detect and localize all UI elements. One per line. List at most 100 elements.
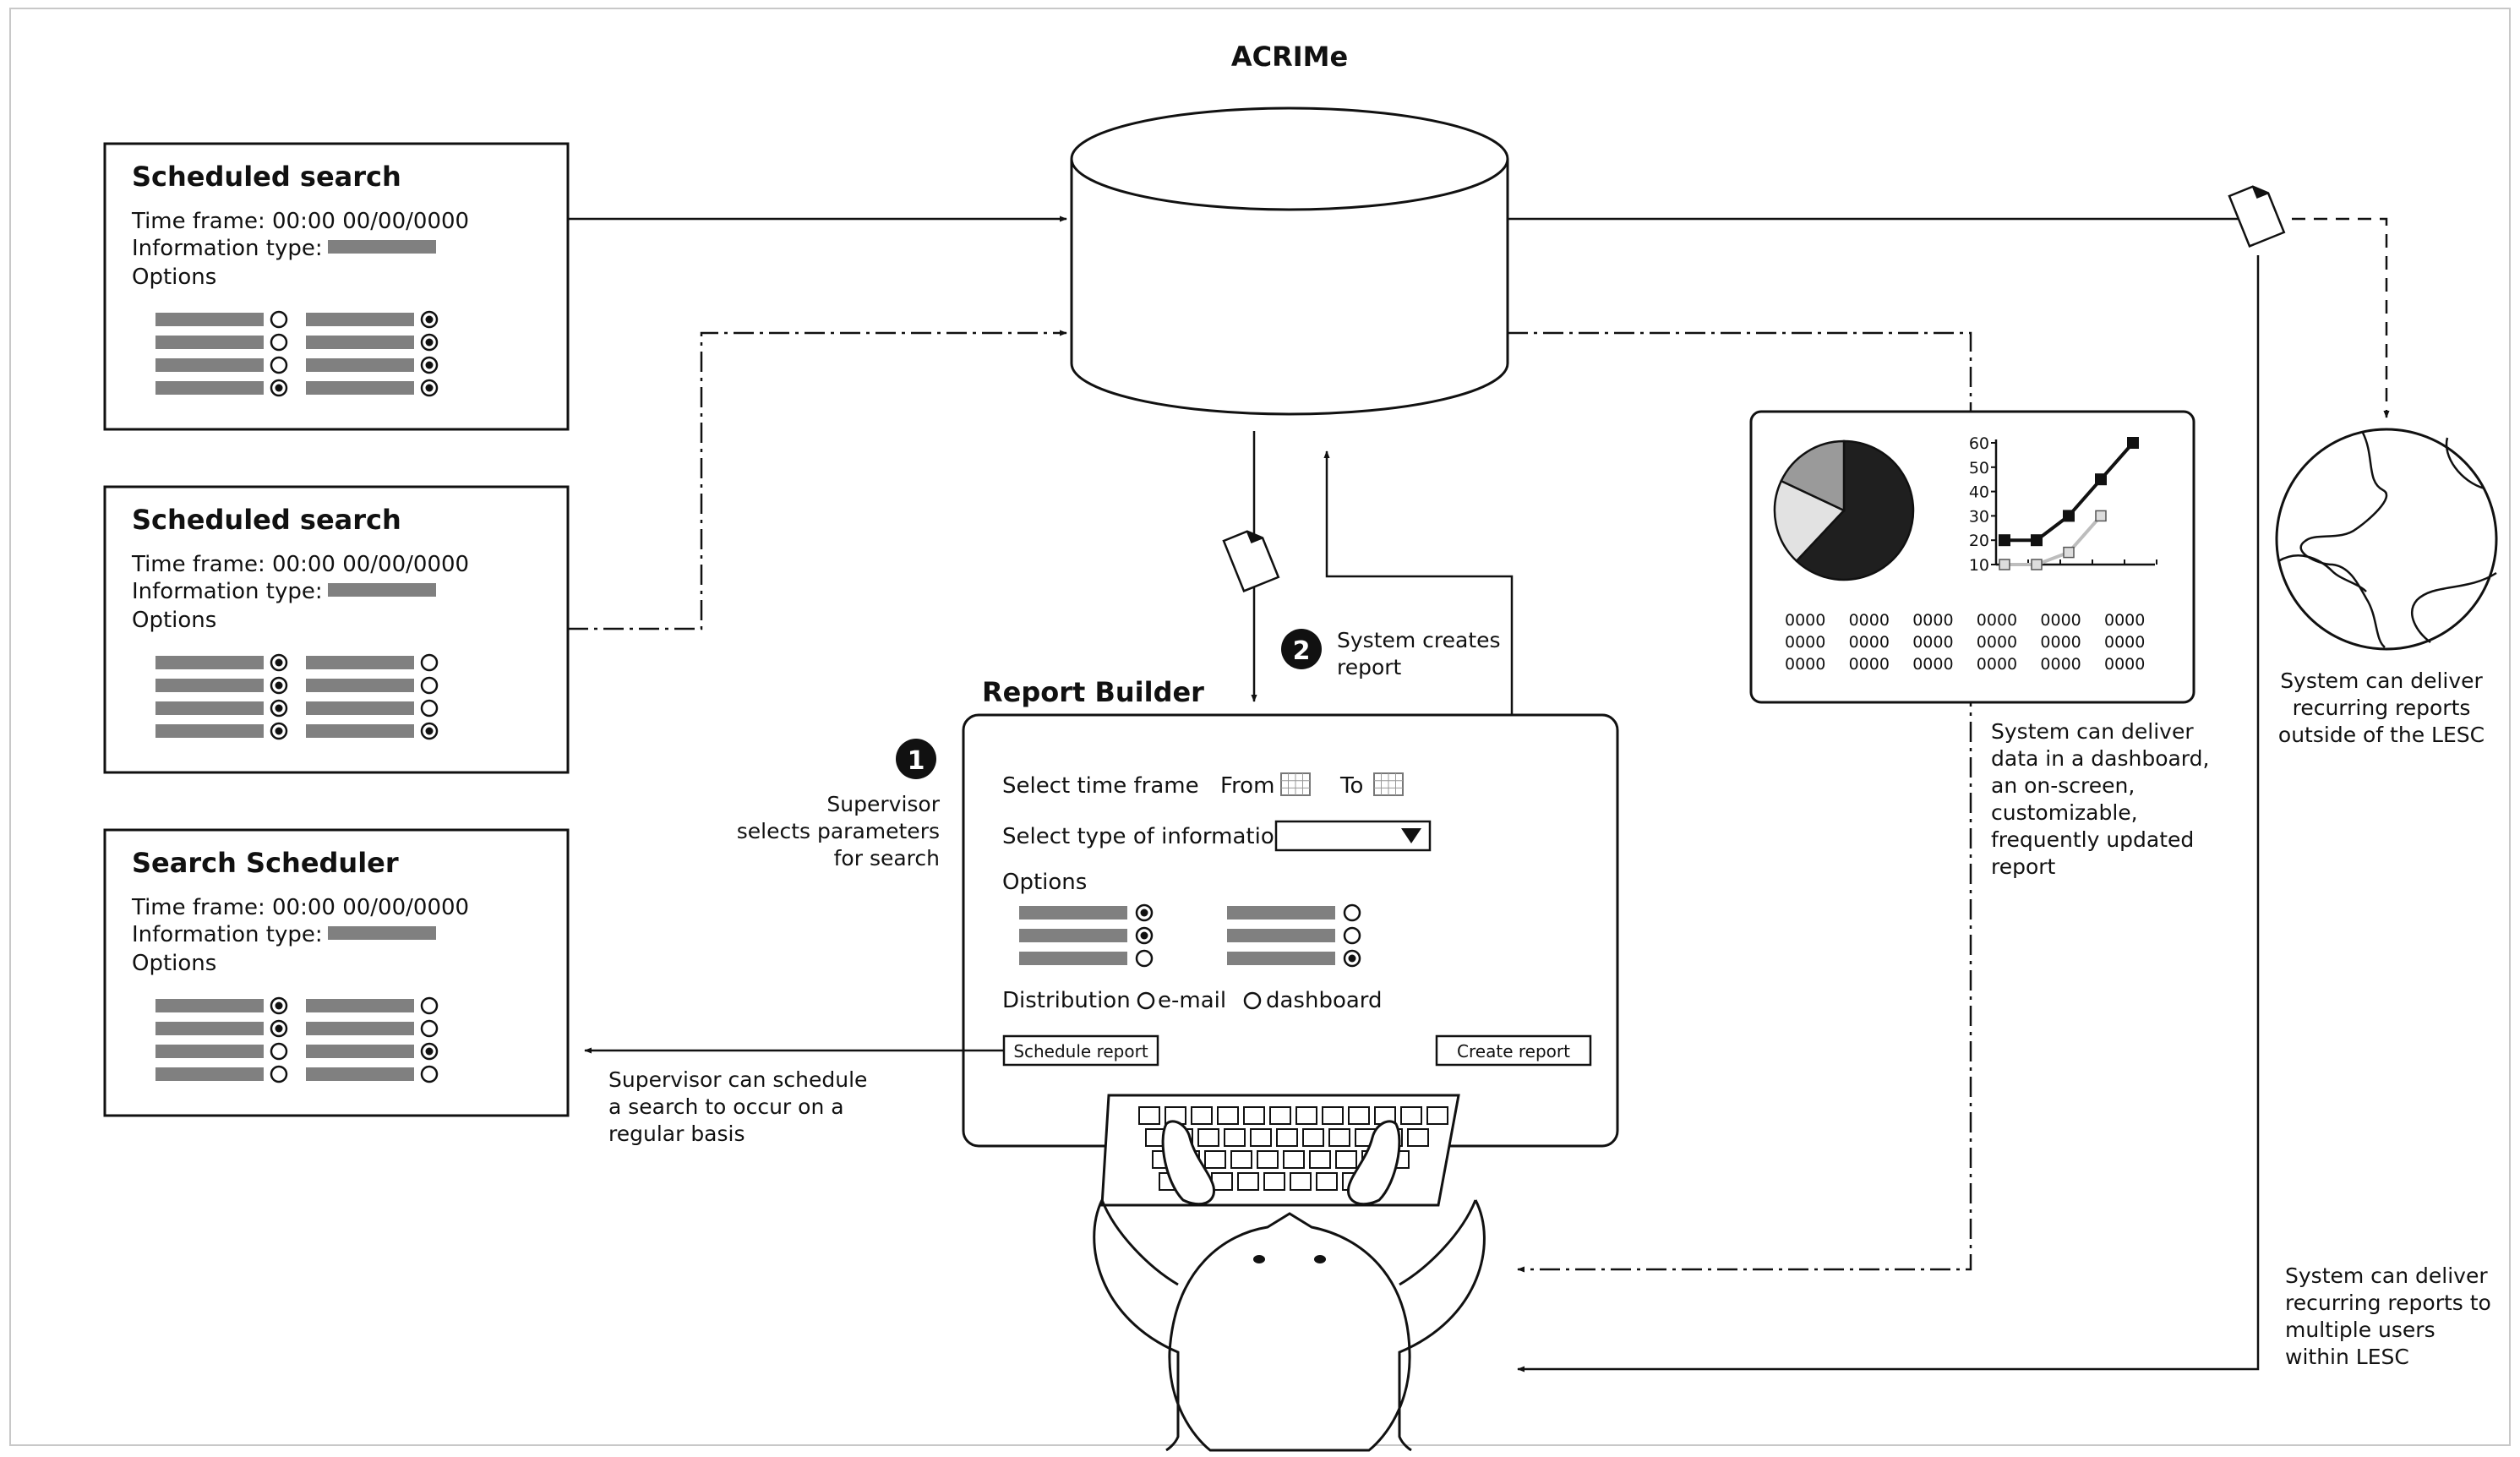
- diagram-title: ACRIMe: [1231, 41, 1348, 73]
- option-radio[interactable]: [270, 996, 288, 1015]
- create-report-label: Create report: [1457, 1041, 1570, 1061]
- pie-slice-large: [1795, 439, 1915, 581]
- panel-title: Scheduled search: [132, 504, 401, 536]
- select-type-label: Select type of information: [1002, 824, 1288, 849]
- series-dark-point: [1999, 534, 2010, 547]
- table-cell: 0000: [1977, 633, 2017, 652]
- email-label: e-mail: [1158, 988, 1226, 1013]
- key: [1250, 1128, 1272, 1147]
- option-radio[interactable]: [1343, 903, 1361, 922]
- option-radio[interactable]: [270, 356, 288, 374]
- option-bar: [306, 1067, 414, 1081]
- option-bar: [155, 1022, 264, 1035]
- option-radio[interactable]: [1135, 949, 1154, 968]
- table-cell: 0000: [1912, 633, 1953, 652]
- series-light-point: [2031, 559, 2043, 570]
- option-bar: [306, 336, 414, 349]
- panel-info-type: Information type:: [132, 579, 323, 604]
- option-radio[interactable]: [1343, 949, 1361, 968]
- key: [1335, 1150, 1357, 1169]
- option-radio[interactable]: [270, 653, 288, 672]
- option-radio[interactable]: [270, 1019, 288, 1038]
- option-bar: [1227, 952, 1335, 965]
- option-radio[interactable]: [420, 699, 439, 718]
- note-line: recurring reports to: [2285, 1291, 2491, 1315]
- table-cell: 0000: [1849, 655, 1890, 674]
- key: [1400, 1106, 1422, 1125]
- option-radio[interactable]: [270, 333, 288, 352]
- option-radio[interactable]: [420, 1065, 439, 1083]
- option-radio[interactable]: [270, 310, 288, 329]
- option-radio[interactable]: [420, 653, 439, 672]
- option-radio[interactable]: [420, 996, 439, 1015]
- email-radio[interactable]: [1137, 991, 1155, 1010]
- table-cell: 0000: [1912, 611, 1953, 630]
- schedule-report-button[interactable]: Schedule report: [1002, 1034, 1159, 1067]
- option-radio[interactable]: [270, 1065, 288, 1083]
- option-radio[interactable]: [270, 1042, 288, 1061]
- option-radio[interactable]: [420, 676, 439, 695]
- option-radio[interactable]: [270, 699, 288, 718]
- globe-icon: [2275, 428, 2498, 651]
- table-cell: 0000: [2104, 655, 2145, 674]
- to-label: To: [1339, 773, 1363, 799]
- table-cell: 0000: [1849, 633, 1890, 652]
- type-dropdown[interactable]: [1274, 820, 1432, 852]
- series-dark-point: [2127, 437, 2139, 449]
- to-multiple-users-arrow: [1517, 255, 2260, 1372]
- key: [1263, 1172, 1285, 1191]
- note-line: System can deliver: [1991, 719, 2194, 744]
- create-report-button[interactable]: Create report: [1435, 1034, 1592, 1067]
- key: [1191, 1106, 1213, 1125]
- option-radio[interactable]: [1135, 903, 1154, 922]
- key: [1290, 1172, 1312, 1191]
- option-bar: [306, 724, 414, 738]
- option-bar: [1227, 906, 1335, 919]
- option-radio[interactable]: [420, 722, 439, 740]
- option-bar: [155, 999, 264, 1012]
- option-bar: [155, 381, 264, 395]
- option-radio[interactable]: [270, 722, 288, 740]
- y-tick-label: 30: [1969, 507, 1989, 526]
- info-type-field[interactable]: [328, 240, 436, 254]
- key: [1283, 1150, 1305, 1169]
- info-type-field[interactable]: [328, 926, 436, 940]
- note-line: customizable,: [1991, 800, 2138, 825]
- option-radio[interactable]: [270, 676, 288, 695]
- y-tick-label: 20: [1969, 532, 1989, 550]
- option-radio[interactable]: [270, 379, 288, 397]
- schedule-report-label: Schedule report: [1013, 1041, 1148, 1061]
- from-label: From: [1220, 773, 1274, 799]
- panel-options-label: Options: [132, 608, 216, 633]
- table-cell: 0000: [1977, 655, 2017, 674]
- to-calendar-icon[interactable]: [1373, 772, 1404, 796]
- option-radio[interactable]: [1343, 926, 1361, 945]
- key: [1138, 1106, 1160, 1125]
- option-radio[interactable]: [420, 356, 439, 374]
- option-bar: [306, 381, 414, 395]
- document-icon: [1222, 530, 1280, 592]
- option-bar: [155, 724, 264, 738]
- info-type-field[interactable]: [328, 583, 436, 597]
- option-radio[interactable]: [420, 333, 439, 352]
- option-bar: [306, 1045, 414, 1058]
- svg-text:1: 1: [908, 746, 925, 776]
- key: [1257, 1150, 1279, 1169]
- note-line: selects parameters: [737, 819, 940, 843]
- note-line: System can deliver: [2285, 1263, 2488, 1288]
- option-radio[interactable]: [1135, 926, 1154, 945]
- table-cell: 0000: [1912, 655, 1953, 674]
- from-calendar-icon[interactable]: [1280, 772, 1311, 796]
- option-bar: [155, 1067, 264, 1081]
- table-cell: 0000: [1785, 655, 1825, 674]
- key: [1269, 1106, 1291, 1125]
- dashboard-radio[interactable]: [1243, 991, 1262, 1010]
- note-line: a search to occur on a: [608, 1094, 844, 1119]
- option-radio[interactable]: [420, 1042, 439, 1061]
- option-radio[interactable]: [420, 310, 439, 329]
- option-radio[interactable]: [420, 379, 439, 397]
- option-radio[interactable]: [420, 1019, 439, 1038]
